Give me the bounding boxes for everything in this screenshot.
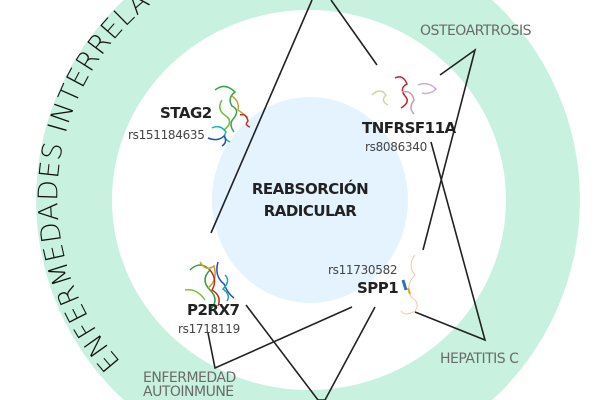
center-circle xyxy=(212,97,408,303)
snp-tnfrsf11a: rs8086340 xyxy=(365,140,427,154)
gene-name-stag2: STAG2 xyxy=(160,104,212,122)
line-osteoartrosis xyxy=(422,48,477,251)
snp-p2rx7: rs1718119 xyxy=(178,322,240,336)
gene-name-spp1: SPP1 xyxy=(357,279,399,297)
disease-autoimmune-line2: AUTOINMUNE xyxy=(143,384,234,400)
line-bottom xyxy=(245,304,376,400)
tnfrsf11a-protein-icon xyxy=(371,76,438,115)
line-top-tnfrsf11a xyxy=(330,0,378,66)
center-label-line2: RADICULAR xyxy=(263,202,357,220)
snp-stag2: rs151184635 xyxy=(128,128,205,142)
gene-name-tnfrsf11a: TNFRSF11A xyxy=(362,119,456,137)
line-p2rx7-top xyxy=(210,0,313,234)
disease-autoimmune-line1: ENFERMEDAD xyxy=(143,370,236,386)
stag2-protein-icon xyxy=(207,85,251,147)
snp-spp1: rs11730582 xyxy=(328,263,398,277)
disease-hepatitis-c: HEPATITIS C xyxy=(440,351,519,367)
connection-lines xyxy=(207,0,487,400)
gene-name-p2rx7: P2RX7 xyxy=(187,301,240,319)
p2rx7-protein-icon xyxy=(184,261,235,311)
disease-osteoartrosis: OSTEOARTROSIS xyxy=(420,23,532,39)
spp1-protein-icon xyxy=(400,254,418,315)
line-hepatitis xyxy=(414,141,487,342)
line-autoimmune xyxy=(207,306,353,370)
center-label-line1: REABSORCIÓN xyxy=(251,180,369,198)
